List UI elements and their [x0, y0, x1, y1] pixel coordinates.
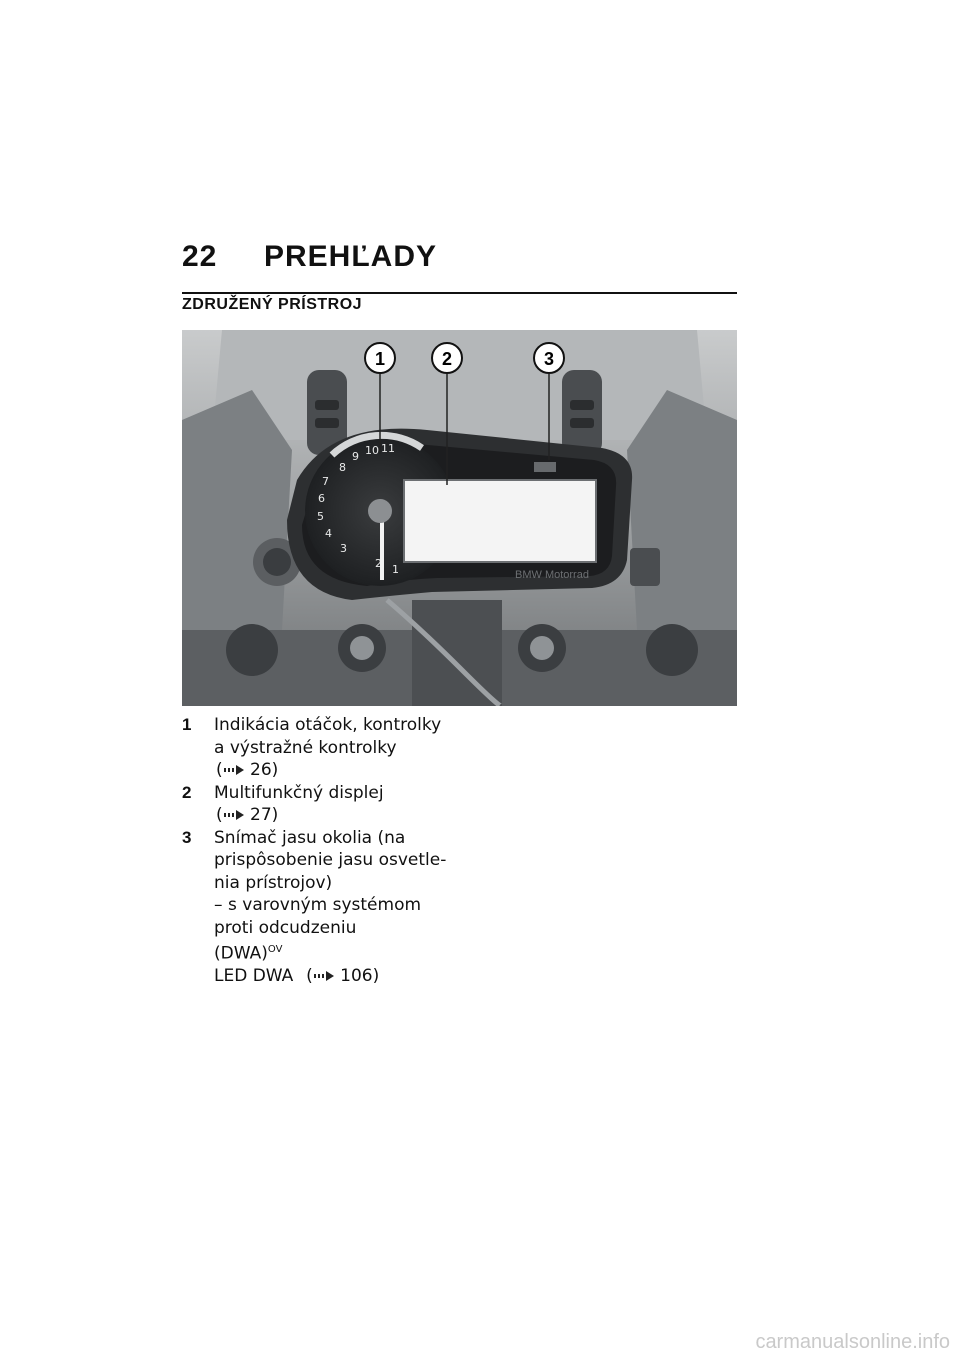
- page-reference[interactable]: ( 27): [216, 805, 279, 825]
- legend-number: 3: [182, 827, 192, 847]
- arrow-reference-icon: [223, 810, 244, 820]
- tach-label-7: 7: [322, 475, 329, 488]
- legend-list: 1 Indikácia otáčok, kontrolky a výstražn…: [182, 714, 462, 988]
- legend-text: Indikácia otáčok, kontrolky: [214, 715, 442, 735]
- option-dash-line: –s varovným systémom: [214, 895, 422, 915]
- legend-number: 1: [182, 715, 192, 734]
- page-header: 22 PREHĽADY: [182, 240, 437, 274]
- tach-label-9: 9: [352, 450, 359, 463]
- legend-text: a výstražné kontrolky: [214, 737, 397, 758]
- page-reference[interactable]: ( 106): [306, 966, 380, 987]
- tach-label-11: 11: [381, 442, 395, 455]
- tach-label-6: 6: [318, 492, 325, 505]
- page-reference[interactable]: ( 26): [216, 760, 279, 780]
- tach-label-2: 2: [375, 557, 382, 570]
- callout-2: 2: [442, 349, 452, 369]
- callout-1: 1: [375, 349, 385, 369]
- tach-label-4: 4: [325, 527, 332, 540]
- option-dwa-line: (DWA)OV: [214, 943, 283, 964]
- instrument-cluster-illustration: 1 2 3 4 5 6 7 8 9 10 11 BMW Motorrad 1 2: [182, 330, 737, 706]
- legend-text: Snímač jasu okolia (na: [214, 827, 406, 848]
- instrument-cluster-figure: 1 2 3 4 5 6 7 8 9 10 11 BMW Motorrad 1 2: [182, 330, 737, 706]
- legend-text: Multifunkčný displej: [214, 782, 384, 803]
- tach-label-10: 10: [365, 444, 379, 457]
- brand-plate: BMW Motorrad: [515, 569, 589, 581]
- tach-label-1: 1: [392, 563, 399, 576]
- legend-item-3: 3 Snímač jasu okolia (na prispôsobenie j…: [182, 827, 462, 988]
- section-title: ZDRUŽENÝ PRÍSTROJ: [182, 296, 363, 313]
- optional-equipment-mark: OV: [267, 944, 283, 955]
- tach-label-8: 8: [339, 461, 346, 474]
- legend-text: nia prístrojov): [214, 872, 333, 893]
- page-number: 22: [182, 240, 218, 273]
- led-dwa-line: LED DWA ( 106): [214, 966, 380, 987]
- watermark: carmanualsonline.info: [755, 1331, 950, 1353]
- legend-item-2: 2 Multifunkčný displej ( 27): [182, 782, 462, 827]
- tach-label-3: 3: [340, 542, 347, 555]
- chapter-title: PREHĽADY: [264, 240, 438, 273]
- tach-label-5: 5: [317, 510, 324, 523]
- callout-3: 3: [544, 349, 554, 369]
- legend-item-1: 1 Indikácia otáčok, kontrolky a výstražn…: [182, 714, 462, 782]
- arrow-reference-icon: [313, 971, 334, 982]
- option-indent-line: proti odcudzeniu: [214, 917, 357, 938]
- arrow-reference-icon: [223, 765, 244, 775]
- legend-text: prispôsobenie jasu osvetle-: [214, 850, 447, 870]
- legend-number: 2: [182, 782, 192, 802]
- section-rule: [182, 292, 737, 294]
